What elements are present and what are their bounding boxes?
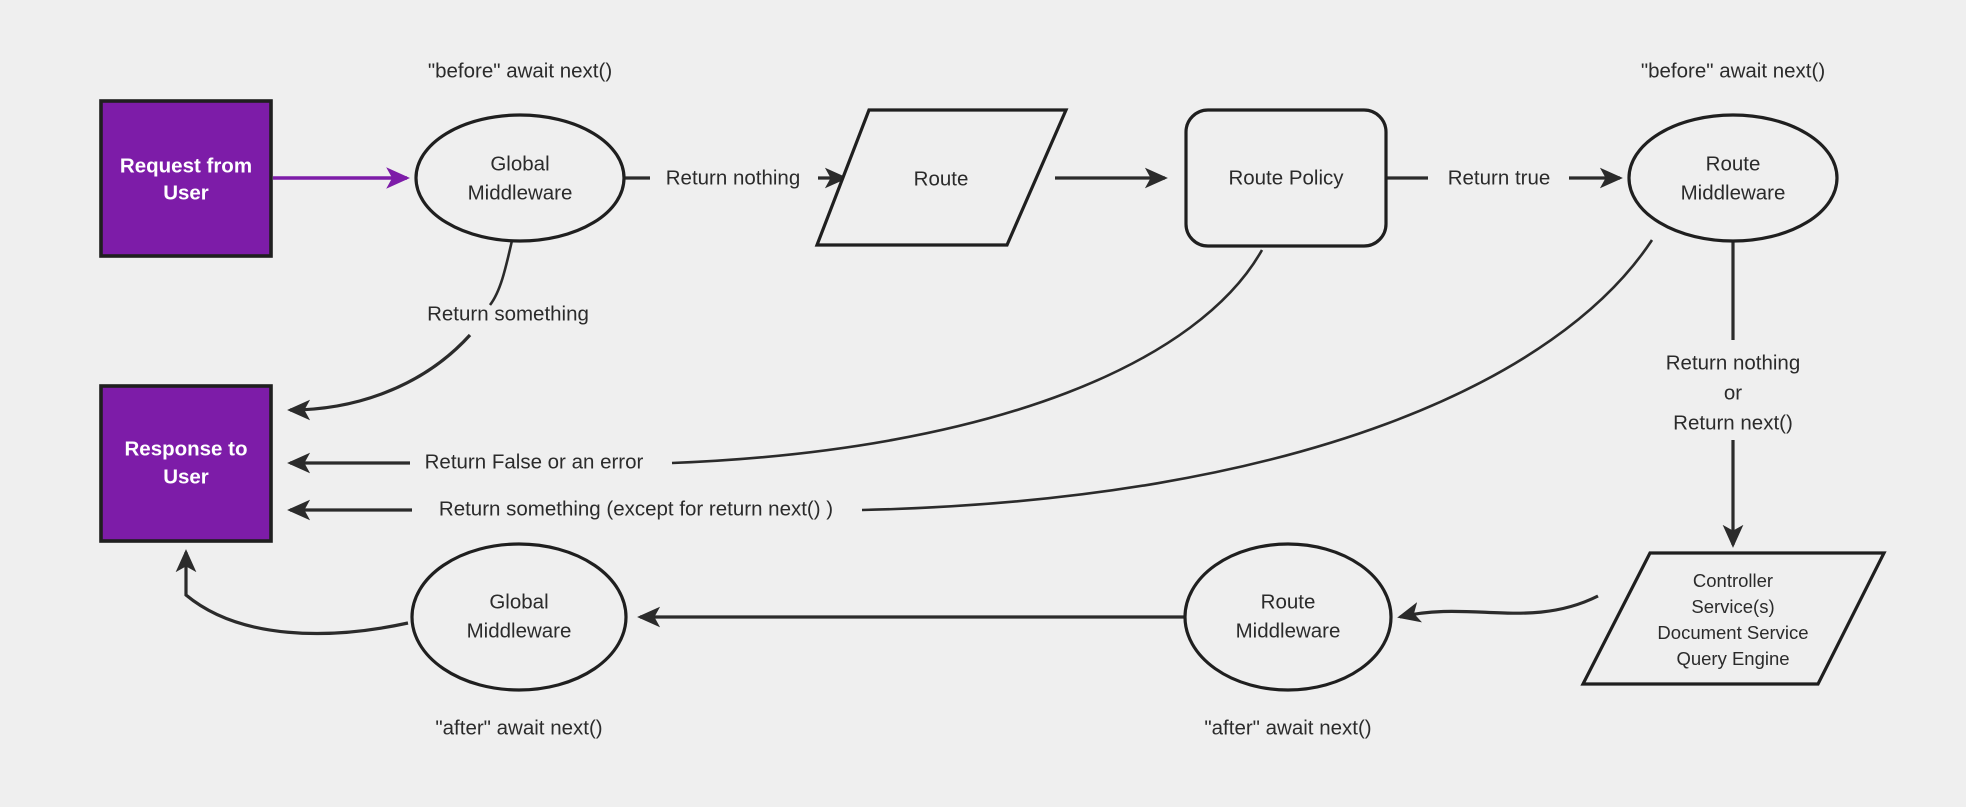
response-box-label-line2: User [163,465,209,488]
edge-route-mw-to-label-return-something-except [861,239,1654,512]
edge-label-return-something-except-next: Return something (except for return next… [439,497,833,520]
edge-return-something-to-response [287,333,472,421]
node-global-middleware-top[interactable]: Global Middleware [414,113,626,243]
route-middleware-top-label-line2: Middleware [1681,181,1786,204]
global-middleware-bottom-shape [410,542,628,692]
edge-label-return-something: Return something [427,302,589,325]
request-box-shape [99,99,273,258]
request-box-label-line2: User [163,181,209,204]
node-request-from-user[interactable]: Request from User [99,99,273,258]
route-middleware-top-label-line1: Route [1706,152,1761,175]
node-route-policy[interactable]: Route Policy [1184,108,1388,248]
route-middleware-bottom-label-line1: Route [1261,590,1316,613]
node-response-to-user[interactable]: Response to User [99,384,273,543]
edge-label-return-nothing-or-next-line1: Return nothing [1666,351,1800,374]
edge-global-mw-to-label-return-something [488,235,515,306]
controller-label-line4: Query Engine [1676,648,1789,669]
route-middleware-bottom-shape [1183,542,1393,692]
node-global-middleware-bottom[interactable]: Global Middleware [410,542,628,692]
global-middleware-bottom-label-line2: Middleware [467,619,572,642]
node-route[interactable]: Route [814,108,1069,247]
edge-label-return-false-or-error: Return False or an error [425,450,644,473]
controller-label-line1: Controller [1693,570,1773,591]
route-shape [814,108,1069,247]
edge-route-policy-to-label-return-false [671,249,1264,465]
route-middleware-bottom-label-line2: Middleware [1236,619,1341,642]
global-middleware-bottom-label-line1: Global [489,590,548,613]
route-middleware-top-shape [1627,113,1839,243]
controller-label-line2: Service(s) [1691,596,1774,617]
annotation-after-await-next-bottom-right: "after" await next() [1204,716,1371,739]
node-route-middleware-top[interactable]: Route Middleware [1627,113,1839,243]
route-policy-shape [1184,108,1388,248]
global-middleware-top-shape [414,113,626,243]
global-middleware-top-label-line2: Middleware [468,181,573,204]
edge-controller-to-route-mw-bottom [1397,594,1599,623]
annotation-after-await-next-bottom-left: "after" await next() [435,716,602,739]
global-middleware-top-label-line1: Global [490,152,549,175]
route-label: Route [914,167,969,190]
node-controller-services[interactable]: Controller Service(s) Document Service Q… [1580,551,1887,686]
edge-label-return-nothing: Return nothing [666,166,800,189]
route-policy-label: Route Policy [1228,166,1344,189]
response-box-label-line1: Response to [124,437,247,460]
request-box-label-line1: Request from [120,154,252,177]
controller-services-shape [1580,551,1887,686]
edge-label-return-nothing-or-next-line2: or [1724,381,1742,404]
node-route-middleware-bottom[interactable]: Route Middleware [1183,542,1393,692]
controller-label-line3: Document Service [1657,622,1808,643]
annotation-before-await-next-top-right: "before" await next() [1641,59,1825,82]
edge-global-mw-bottom-to-response [175,549,409,636]
edge-label-return-nothing-or-next-line3: Return next() [1673,411,1793,434]
edge-label-return-true: Return true [1448,166,1551,189]
response-box-shape [99,384,273,543]
annotation-before-await-next-top-left: "before" await next() [428,59,612,82]
